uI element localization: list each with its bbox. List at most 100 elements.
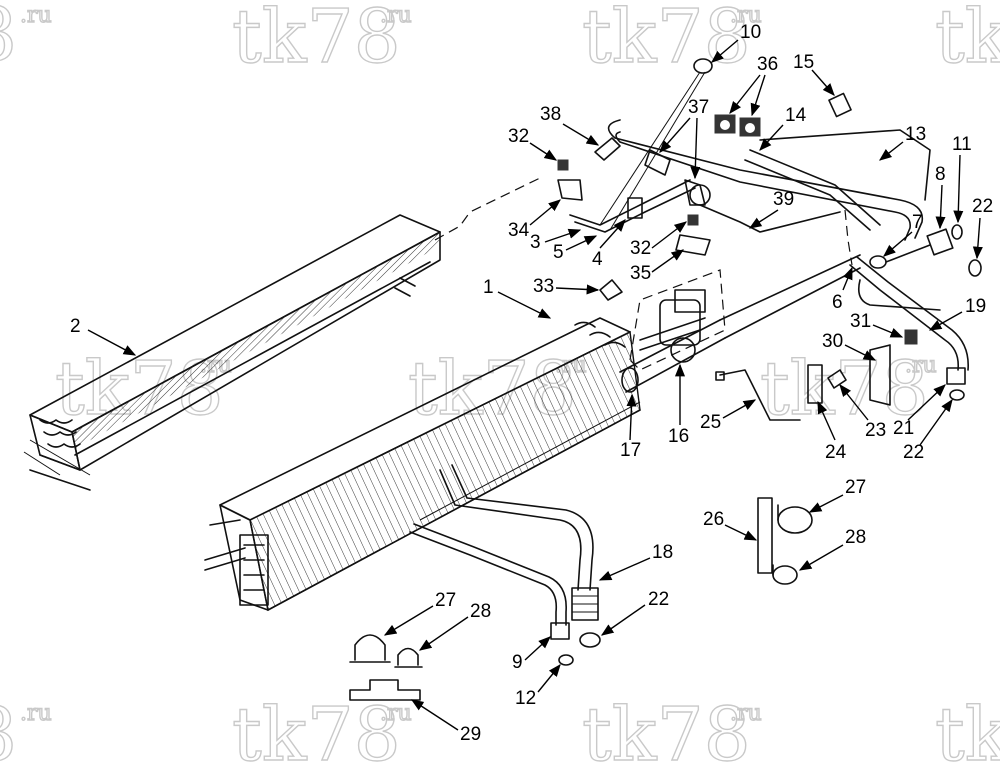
part-4-sensor <box>627 197 643 219</box>
svg-text:2: 2 <box>70 316 81 337</box>
callout-9: 9 <box>512 636 551 673</box>
svg-text:7: 7 <box>912 212 923 233</box>
part-2-evaporator-coil-upper <box>23 177 541 491</box>
part-12-o-ring <box>558 654 574 666</box>
part-7-tube-nut <box>869 244 931 269</box>
svg-text:22: 22 <box>903 442 924 463</box>
part-24-clamp <box>807 364 823 404</box>
callout-32: 32 <box>508 126 558 161</box>
svg-text:3: 3 <box>530 232 541 253</box>
svg-text:4: 4 <box>592 249 603 270</box>
part-33-bracket <box>599 279 623 301</box>
svg-text:9: 9 <box>512 652 523 673</box>
part-13-tube <box>607 119 931 241</box>
callout-23: 23 <box>839 384 886 441</box>
part-22-o-ring-right-upper <box>968 259 982 277</box>
svg-text:28: 28 <box>845 527 866 548</box>
part-27-clamp-right <box>777 504 813 534</box>
callout-11: 11 <box>952 134 972 224</box>
watermark-partial-right-bottom: tk <box>935 692 1000 764</box>
part-32-nut-lower <box>687 214 699 226</box>
part-39-capillary <box>699 204 853 266</box>
svg-text:26: 26 <box>703 509 724 530</box>
svg-text:15: 15 <box>793 52 814 73</box>
watermark-suffix: .ru <box>905 353 937 378</box>
callout-30: 30 <box>822 331 877 361</box>
callout-28: 28 <box>798 527 866 571</box>
callout-16: 16 <box>668 363 689 447</box>
callout-layer: 1 2 3 4 5 6 7 8 9 10 11 12 13 14 15 16 1… <box>70 22 993 745</box>
callout-2: 2 <box>70 316 137 356</box>
callout-17: 17 <box>620 393 641 461</box>
part-3-5-tube <box>569 179 696 233</box>
svg-text:10: 10 <box>740 22 761 43</box>
callout-4: 4 <box>592 219 626 270</box>
svg-text:13: 13 <box>905 124 926 145</box>
svg-text:35: 35 <box>630 263 651 284</box>
svg-text:18: 18 <box>652 542 673 563</box>
watermark-suffix: .ru <box>20 3 52 28</box>
watermark-partial-right-top: tk <box>935 0 1000 80</box>
part-19-tube <box>849 256 969 371</box>
watermark-suffix: .ru <box>730 701 762 726</box>
callout-1: 1 <box>483 277 552 319</box>
callout-24: 24 <box>817 400 847 463</box>
svg-text:32: 32 <box>630 238 651 259</box>
svg-text:12: 12 <box>515 688 536 709</box>
svg-text:21: 21 <box>893 418 914 439</box>
svg-text:38: 38 <box>540 104 561 125</box>
svg-text:24: 24 <box>825 442 847 463</box>
callout-8: 8 <box>935 164 946 230</box>
part-31-clip <box>904 329 918 345</box>
part-16-expansion-valve <box>629 269 726 371</box>
svg-text:33: 33 <box>533 276 554 297</box>
svg-text:19: 19 <box>965 296 986 317</box>
part-34-bracket <box>557 179 583 201</box>
svg-text:1: 1 <box>483 277 494 298</box>
callout-15: 15 <box>793 52 835 96</box>
part-23-clip <box>827 369 847 389</box>
callout-32: 32 <box>630 221 688 259</box>
part-27-clamp-bottom <box>349 634 391 663</box>
part-37-fitting <box>644 149 711 206</box>
part-36-clamp <box>714 114 761 137</box>
watermark: tk78 <box>232 0 401 80</box>
callout-14: 14 <box>759 105 807 151</box>
callout-29: 29 <box>410 699 481 745</box>
part-35-bracket <box>675 234 711 256</box>
part-18-suction-tube <box>439 464 599 621</box>
callout-27: 27 <box>808 477 866 513</box>
watermark: tk78 <box>582 692 751 764</box>
callout-12: 12 <box>515 664 561 709</box>
callout-6: 6 <box>832 266 853 313</box>
svg-text:29: 29 <box>460 724 481 745</box>
part-15-fitting <box>828 92 852 118</box>
watermark-partial-left-bottom: 8 <box>0 692 17 764</box>
callout-31: 31 <box>850 311 904 338</box>
svg-text:27: 27 <box>435 590 456 611</box>
svg-text:22: 22 <box>648 589 669 610</box>
part-21-fitting <box>946 367 966 385</box>
callout-26: 26 <box>703 509 758 541</box>
svg-text:17: 17 <box>620 440 641 461</box>
callout-22: 22 <box>972 196 993 260</box>
part-8-adapter <box>926 228 954 256</box>
callout-36: 36 <box>729 54 778 117</box>
svg-text:5: 5 <box>553 242 564 263</box>
callout-10: 10 <box>711 22 761 63</box>
part-28-clamp-right <box>772 564 798 585</box>
part-11-o-ring <box>951 224 963 240</box>
part-1-evaporator-coil-main <box>204 317 641 612</box>
callout-22: 22 <box>903 398 953 463</box>
callout-27: 27 <box>383 590 456 636</box>
callout-35: 35 <box>630 249 685 284</box>
svg-text:22: 22 <box>972 196 993 217</box>
callout-22: 22 <box>600 589 669 636</box>
part-22-o-ring-right-lower <box>949 389 965 401</box>
part-9-liquid-tube <box>409 523 570 640</box>
svg-text:36: 36 <box>757 54 778 75</box>
watermark-partial-left-top: 8 <box>0 0 17 78</box>
svg-text:31: 31 <box>850 311 871 332</box>
